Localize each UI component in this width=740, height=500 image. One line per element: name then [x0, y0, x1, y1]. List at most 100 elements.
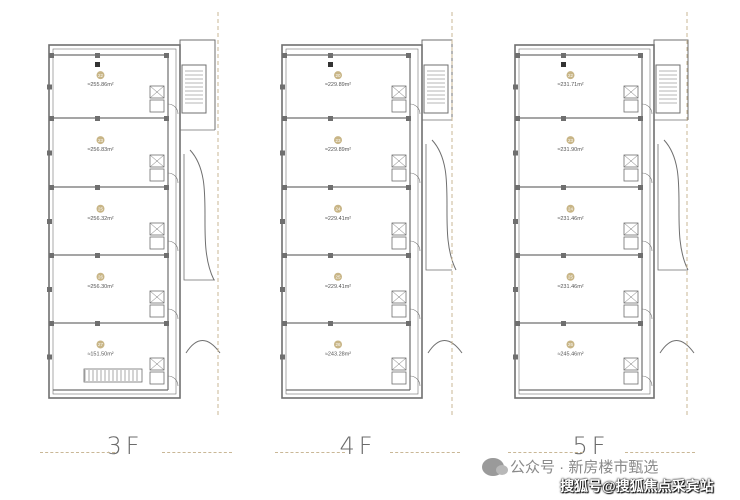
shaft-cross [149, 154, 165, 168]
watermark-text: 公众号 · 新房楼市甄选 [510, 459, 659, 476]
column [164, 321, 169, 326]
column [638, 53, 643, 58]
column [280, 84, 285, 90]
shaft [391, 168, 407, 182]
wechat-icon [482, 457, 508, 476]
unit-marker [96, 340, 105, 349]
hatch-box [83, 368, 143, 383]
shaft [623, 236, 639, 250]
unit-area: ≈229.41m² [325, 216, 351, 222]
unit-number: 22 [98, 73, 104, 78]
column [47, 287, 52, 292]
floor-plan-4f: 20≈229.89m²23≈229.89m²24≈229.41m²25≈229.… [280, 12, 463, 415]
shaft-cross [391, 290, 407, 304]
column [49, 116, 54, 121]
stair-box [181, 64, 207, 114]
shaft [149, 222, 165, 236]
unit-marker [334, 136, 342, 145]
shaft [391, 154, 407, 168]
column [282, 185, 287, 190]
column [282, 53, 287, 58]
atrium-curve [431, 139, 457, 271]
watermark-wechat: 公众号 · 新房楼市甄选 [482, 456, 658, 477]
column [513, 287, 518, 292]
shaft [391, 304, 407, 318]
column [47, 354, 52, 360]
shaft-cross [623, 154, 639, 168]
column [328, 116, 333, 121]
shaft [149, 168, 165, 182]
shaft [391, 222, 407, 236]
shaft [391, 236, 407, 250]
shaft-cross [623, 290, 639, 304]
dash-line [390, 452, 460, 453]
unit-number: 26 [98, 275, 104, 280]
column [282, 253, 287, 258]
column [328, 185, 333, 190]
door-arc [409, 308, 421, 320]
column [164, 185, 169, 190]
shaft [623, 222, 639, 236]
corridor-wall [179, 39, 216, 130]
stair-box [423, 64, 449, 114]
dash-line [625, 452, 695, 453]
column [280, 219, 285, 224]
column [49, 53, 54, 58]
unit-marker [334, 204, 342, 213]
column [47, 150, 52, 156]
column [164, 53, 169, 58]
unit-area: ≈255.86m² [87, 82, 113, 88]
column [280, 150, 285, 156]
door-arc [167, 375, 179, 387]
shaft-cross [391, 357, 407, 371]
column [47, 219, 52, 224]
floor-label-4f: 4F [339, 432, 377, 460]
column [561, 253, 566, 258]
stair-hatch [83, 368, 143, 383]
unit-area: ≈256.83m² [87, 147, 113, 153]
door-arc [409, 103, 421, 115]
inner-wall [518, 48, 651, 395]
shaft-cross [149, 222, 165, 236]
unit-number: 20 [335, 73, 341, 78]
shaft-cross [149, 357, 165, 371]
unit-area: ≈256.32m² [87, 216, 113, 222]
shaft [391, 85, 407, 99]
unit-area: ≈151.50m² [87, 351, 113, 357]
unit-number: 26 [568, 342, 574, 347]
shaft-cross [391, 222, 407, 236]
column [95, 116, 100, 121]
shaft [391, 290, 407, 304]
atrium-curve [663, 139, 689, 271]
inner-wall [52, 48, 177, 395]
shaft [623, 154, 639, 168]
column [638, 321, 643, 326]
column [561, 116, 566, 121]
unit-number: 26 [335, 342, 341, 347]
unit-marker [96, 272, 105, 281]
unit-number: 24 [335, 207, 341, 212]
atrium-edge [183, 154, 215, 281]
column [95, 185, 100, 190]
unit-marker [96, 71, 105, 80]
unit-number: 23 [98, 138, 104, 143]
door-arc [167, 103, 179, 115]
floor-label-3f: 3F [106, 432, 144, 460]
door-arc [641, 103, 653, 115]
unit-marker [566, 71, 575, 80]
column [164, 116, 169, 121]
unit-marker [566, 340, 575, 349]
dash-line [508, 452, 583, 453]
shaft [623, 290, 639, 304]
dash-line [275, 452, 345, 453]
inner-wall [285, 48, 419, 395]
column [328, 53, 333, 58]
shaft-cross [623, 357, 639, 371]
unit-marker [566, 204, 575, 213]
column [280, 287, 285, 292]
column [406, 321, 411, 326]
column [95, 53, 100, 58]
door-arc [409, 375, 421, 387]
column [95, 62, 100, 67]
